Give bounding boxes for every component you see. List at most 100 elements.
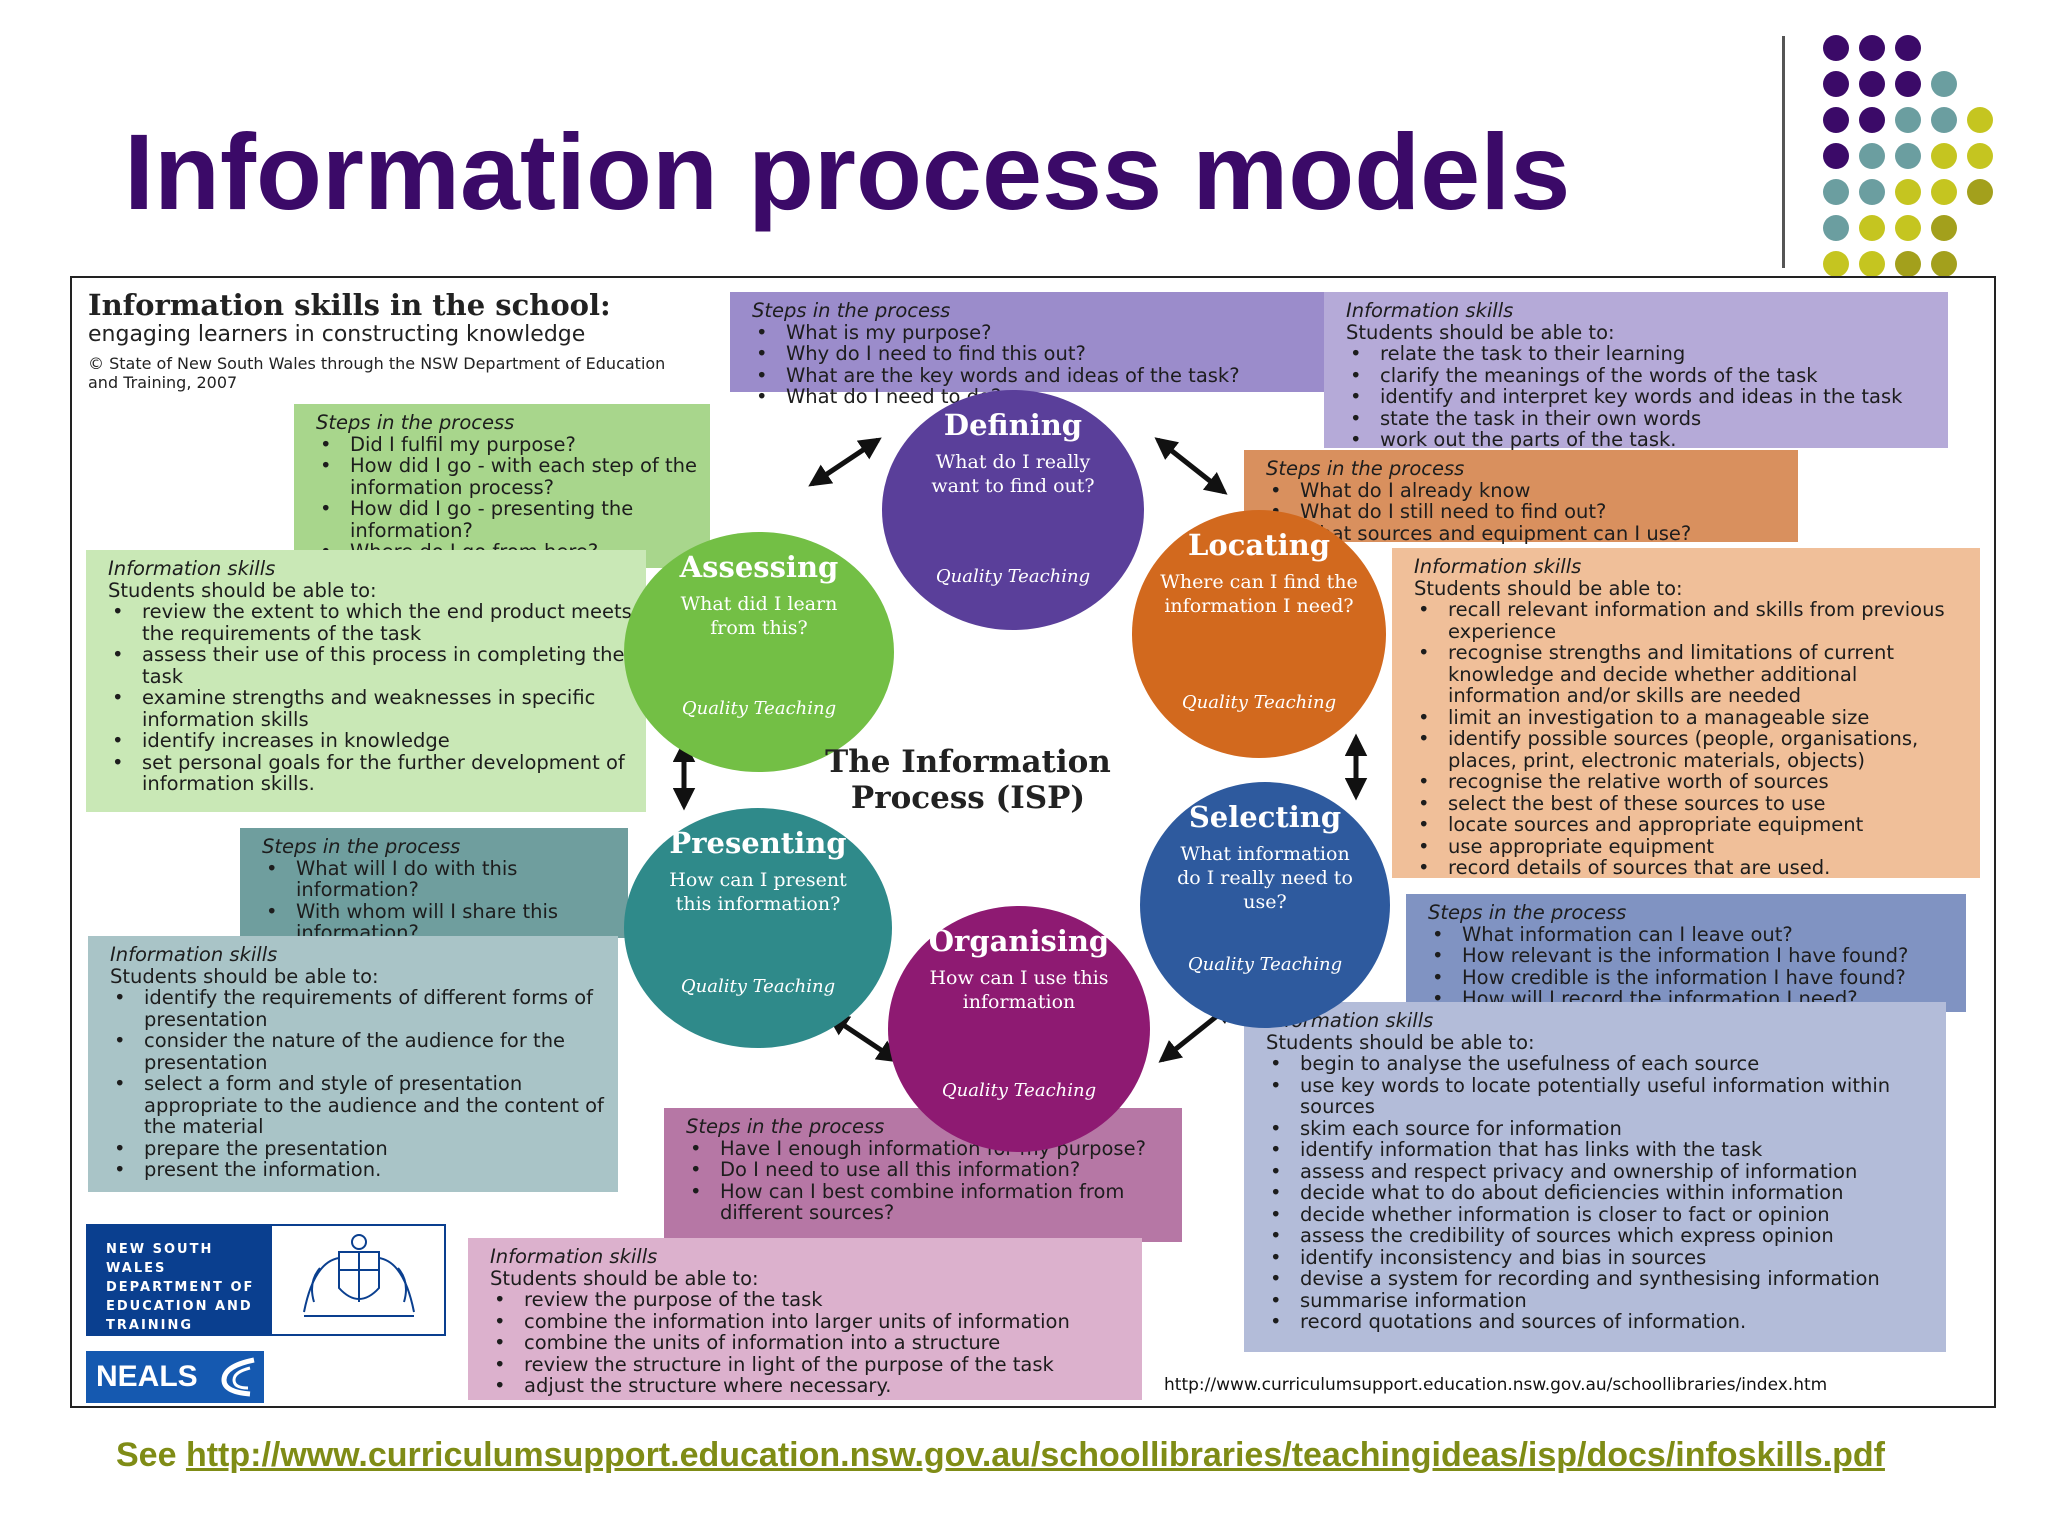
decorative-dot <box>1967 179 1993 205</box>
presenting-question: How can I present this information? <box>669 869 847 915</box>
box-intro: Students should be able to: <box>108 578 377 602</box>
list-item: state the task in their own words <box>1350 407 1938 430</box>
decorative-dot <box>1859 35 1885 61</box>
list-item: identify inconsistency and bias in sourc… <box>1270 1246 1936 1269</box>
neals-logo: NEALS <box>86 1351 264 1403</box>
list-item: prepare the presentation <box>114 1137 608 1160</box>
organising-circle: Organising How can I use this informatio… <box>888 906 1150 1152</box>
list-item: decide whether information is closer to … <box>1270 1203 1936 1226</box>
defining-circle: Defining What do I really want to find o… <box>882 390 1144 630</box>
assessing-circle: Assessing What did I learn from this? Qu… <box>624 532 894 772</box>
decorative-dot <box>1967 107 1993 133</box>
decorative-dot <box>1967 143 1993 169</box>
nsw-department-logo-text: NEW SOUTH WALES DEPARTMENT OF EDUCATION … <box>88 1226 272 1334</box>
selecting-question: What information do I really need to use… <box>1177 843 1353 913</box>
decorative-dot <box>1931 107 1957 133</box>
selecting-circle: Selecting What information do I really n… <box>1140 782 1390 1028</box>
locating-circle: Locating Where can I find the informatio… <box>1132 510 1386 758</box>
list-item: record quotations and sources of informa… <box>1270 1311 1936 1333</box>
decorative-dot <box>1895 143 1921 169</box>
box-intro: Students should be able to: <box>1266 1030 1535 1054</box>
list-item: What information can I leave out? <box>1432 923 1956 946</box>
list-item: present the information. <box>114 1159 608 1181</box>
isp-center-label: The Information Process (ISP) <box>825 744 1111 816</box>
arrow-defining-locating <box>1154 437 1228 495</box>
decorative-dot <box>1823 251 1849 277</box>
neals-logo-text: NEALS <box>96 1360 198 1393</box>
decorative-dot <box>1931 215 1957 241</box>
list-item: use key words to locate potentially usef… <box>1270 1074 1936 1118</box>
selecting-steps-box: Steps in the processWhat information can… <box>1406 894 1966 1012</box>
list-item: use appropriate equipment <box>1418 835 1970 858</box>
selecting-name: Selecting <box>1188 800 1342 834</box>
list-item: work out the parts of the task. <box>1350 429 1938 451</box>
list-item: Did I fulfil my purpose? <box>320 433 700 456</box>
list-item: Do I need to use all this information? <box>690 1159 1172 1181</box>
decorative-dot <box>1931 71 1957 97</box>
list-item: relate the task to their learning <box>1350 343 1938 365</box>
box-list: recall relevant information and skills f… <box>1414 599 1970 879</box>
list-item: examine strengths and weaknesses in spec… <box>112 687 636 730</box>
box-intro: Students should be able to: <box>1414 576 1683 600</box>
locating-steps-box: Steps in the processWhat do I already kn… <box>1244 450 1798 544</box>
box-heading: Information skills <box>108 557 276 580</box>
decorative-dot <box>1859 107 1885 133</box>
neals-swoosh-icon <box>221 1357 255 1397</box>
box-heading: Steps in the process <box>262 835 461 858</box>
list-item: recognise the relative worth of sources <box>1418 771 1970 793</box>
footer-prefix: See <box>116 1436 177 1474</box>
decorative-dot <box>1823 107 1849 133</box>
box-heading: Steps in the process <box>316 411 515 434</box>
box-intro: Students should be able to: <box>490 1266 759 1290</box>
box-heading: Information skills <box>490 1245 658 1268</box>
box-intro: Students should be able to: <box>110 964 379 988</box>
list-item: begin to analyse the usefulness of each … <box>1270 1053 1936 1075</box>
list-item: What will I do with this information? <box>266 857 618 901</box>
organising-question: How can I use this information <box>929 967 1109 1013</box>
poster-url[interactable]: http://www.curriculumsupport.education.n… <box>1164 1375 1828 1395</box>
slide-title: Information process models <box>124 111 1571 232</box>
list-item: set personal goals for the further devel… <box>112 751 636 795</box>
assessing-name: Assessing <box>679 550 839 584</box>
list-item: What are the key words and ideas of the … <box>756 364 1316 387</box>
box-intro: Students should be able to: <box>1346 320 1615 344</box>
decorative-dot <box>1859 179 1885 205</box>
arrow-organising-presenting <box>826 1013 900 1063</box>
decorative-dot <box>1931 251 1957 277</box>
list-item: identify the requirements of different f… <box>114 987 608 1030</box>
decorative-dot <box>1859 251 1885 277</box>
footer-link[interactable]: http://www.curriculumsupport.education.n… <box>185 1436 1885 1474</box>
box-list: review the extent to which the end produ… <box>108 601 636 795</box>
list-item: identify increases in knowledge <box>112 730 636 752</box>
list-item: decide what to do about deficiencies wit… <box>1270 1182 1936 1204</box>
presenting-circle: Presenting How can I present this inform… <box>624 808 892 1048</box>
box-list: begin to analyse the usefulness of each … <box>1266 1053 1936 1333</box>
list-item: devise a system for recording and synthe… <box>1270 1268 1936 1290</box>
list-item: summarise information <box>1270 1289 1936 1312</box>
defining-question: What do I really want to find out? <box>931 451 1095 497</box>
list-item: locate sources and appropriate equipment <box>1418 814 1970 836</box>
list-item: clarify the meanings of the words of the… <box>1350 364 1938 387</box>
poster-subtitle: engaging learners in constructing knowle… <box>88 322 586 347</box>
decorative-dot <box>1823 35 1849 61</box>
list-item: How credible is the information I have f… <box>1432 966 1956 989</box>
nsw-department-logo: NEW SOUTH WALES DEPARTMENT OF EDUCATION … <box>86 1224 446 1336</box>
list-item: What do I already know <box>1270 479 1788 502</box>
list-item: assess and respect privacy and ownership… <box>1270 1160 1936 1183</box>
box-list: What will I do with this information?Wit… <box>262 857 618 944</box>
arrow-assessing-defining <box>808 437 882 487</box>
decorative-dot <box>1895 179 1921 205</box>
list-item: combine the information into larger unit… <box>494 1310 1132 1333</box>
list-item: How did I go - with each step of the inf… <box>320 455 700 498</box>
assessing-tag: Quality Teaching <box>681 698 837 719</box>
list-item: What do I need to do? <box>756 386 1316 408</box>
box-heading: Steps in the process <box>1428 901 1627 924</box>
list-item: What is my purpose? <box>756 321 1316 344</box>
organising-tag: Quality Teaching <box>941 1080 1097 1101</box>
decorative-dot <box>1931 179 1957 205</box>
decorative-dot <box>1859 143 1885 169</box>
list-item: recall relevant information and skills f… <box>1418 599 1970 642</box>
